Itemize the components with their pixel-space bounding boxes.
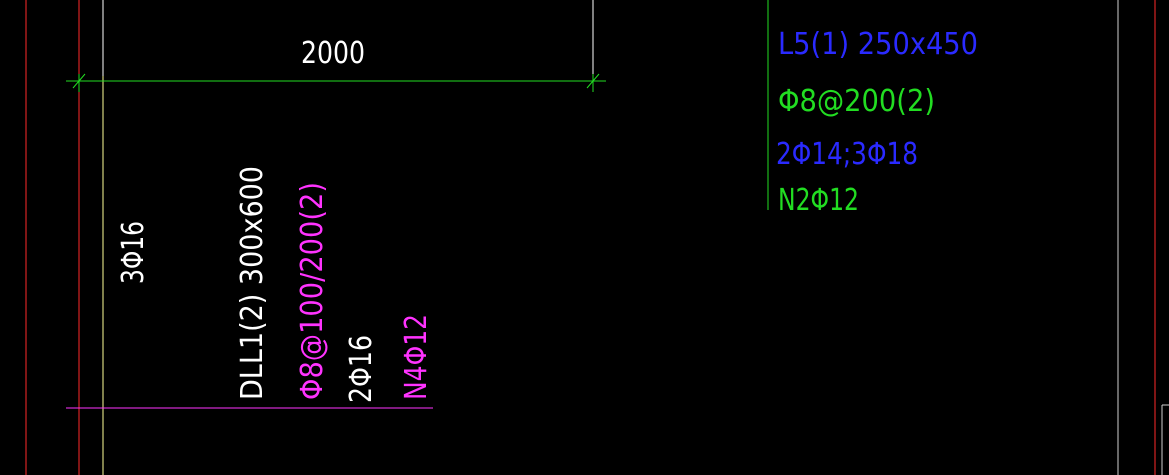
l5-side-bars: N2Φ12 — [778, 183, 859, 218]
l5-longitudinal-bars: 2Φ14;3Φ18 — [776, 137, 918, 172]
left-rebar-label: 3Φ16 — [116, 221, 151, 284]
dimension-value: 2000 — [301, 36, 365, 71]
l5-stirrups: Φ8@200(2) — [778, 84, 935, 119]
dll1-top-bars: 2Φ16 — [344, 335, 379, 403]
l5-beam-name: L5(1) 250x450 — [778, 27, 978, 62]
dll1-side-bars: N4Φ12 — [399, 314, 434, 400]
dll1-stirrups: Φ8@100/200(2) — [295, 182, 330, 400]
dll1-beam-name: DLL1(2) 300x600 — [235, 166, 270, 400]
